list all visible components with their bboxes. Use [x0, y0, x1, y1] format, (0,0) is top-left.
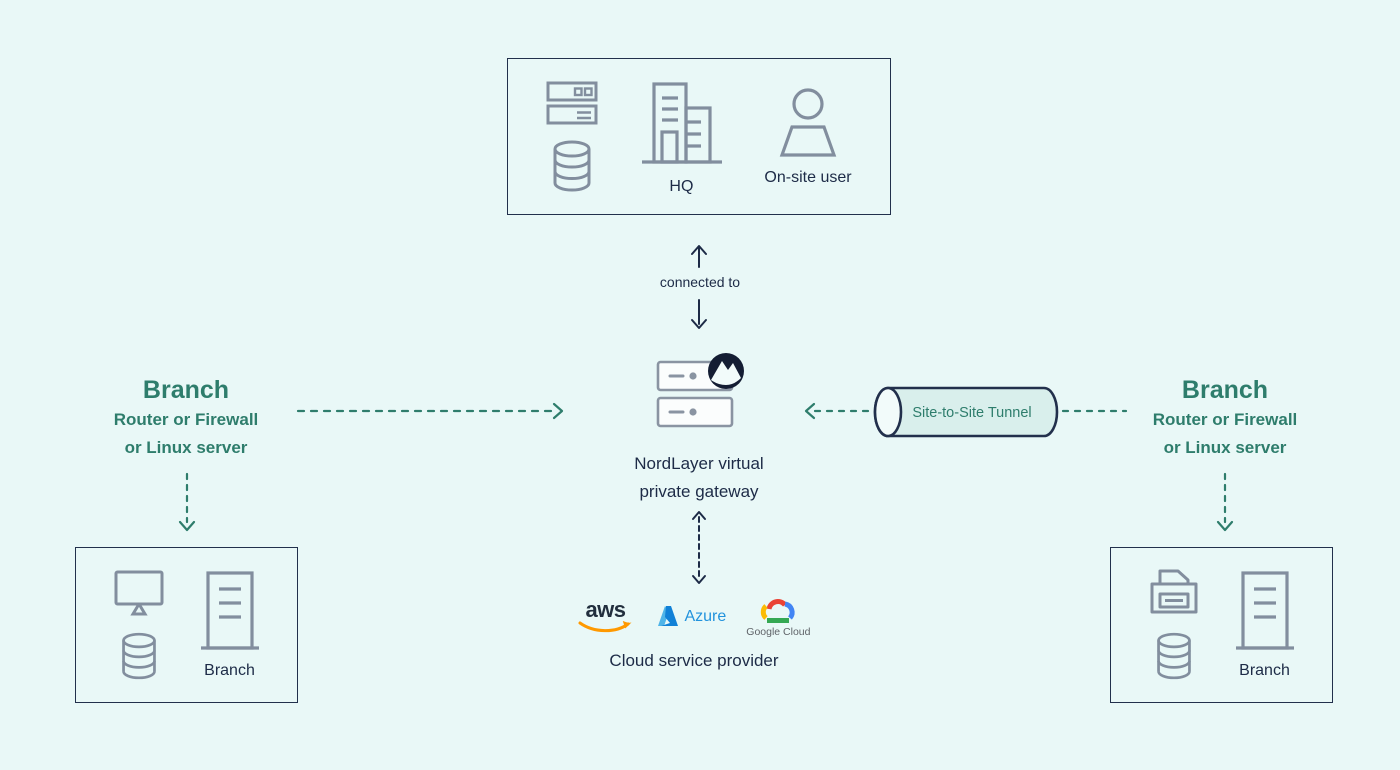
hq-label: HQ	[669, 177, 694, 195]
tunnel-cylinder: Site-to-Site Tunnel	[873, 386, 1059, 438]
gateway-label: NordLayer virtual private gateway	[549, 450, 849, 506]
server-rack-icon	[546, 81, 598, 124]
right-branch-line2: or Linux server	[1163, 438, 1287, 457]
hq-servers-column	[546, 81, 598, 193]
connected-to-label: connected to	[659, 274, 741, 290]
arrow-head-right	[552, 402, 564, 420]
tunnel-opening	[873, 386, 903, 438]
cloud-providers-row: aws Azure Google Cloud	[544, 594, 844, 640]
cloud-caption: Cloud service provider	[609, 651, 779, 670]
azure-wordmark: Azure	[684, 608, 727, 625]
right-branch-box: Branch	[1110, 547, 1333, 703]
google-cloud-wordmark: Google Cloud	[746, 625, 811, 638]
hq-building-column: HQ	[636, 78, 726, 196]
left-box-label: Branch	[204, 662, 255, 679]
arrow-up-head	[691, 245, 707, 255]
left-branch-text: Branch Router or Firewall or Linux serve…	[26, 374, 346, 462]
left-branch-box: Branch	[75, 547, 298, 703]
left-branch-line1: Router or Firewall	[113, 410, 259, 429]
aws-wordmark: aws	[585, 597, 626, 622]
right-branch-line1: Router or Firewall	[1152, 410, 1298, 429]
aws-smile-icon	[578, 621, 632, 633]
right-box-label: Branch	[1239, 662, 1290, 679]
left-branch-down-arrow	[178, 472, 196, 532]
gateway-label-line2: private gateway	[639, 482, 759, 501]
database-icon	[1156, 632, 1191, 680]
server-tower-icon	[1235, 571, 1294, 650]
right-box-devices-column	[1148, 569, 1200, 681]
azure-triangle-icon	[658, 606, 679, 626]
arrow-head-down	[178, 520, 196, 532]
azure-logo-icon: Azure	[653, 605, 726, 629]
tunnel-arrow	[804, 402, 1128, 420]
gateway-server-icon	[656, 353, 744, 428]
hq-box: HQ On-site user	[507, 58, 891, 215]
aws-logo-icon: aws	[577, 597, 633, 634]
google-cloud-icon	[761, 598, 795, 623]
arrow-head-down	[1216, 520, 1234, 532]
google-cloud-logo-icon: Google Cloud	[746, 597, 811, 638]
gateway-icon	[652, 352, 748, 439]
left-box-devices-column	[113, 569, 165, 681]
server-tower-icon	[200, 571, 259, 650]
left-branch-line2: or Linux server	[124, 438, 248, 457]
right-branch-text: Branch Router or Firewall or Linux serve…	[1065, 374, 1385, 462]
printer-icon	[1150, 569, 1197, 614]
arrow-down-head	[691, 319, 707, 329]
gateway-cloud-arrow	[692, 511, 706, 584]
monitor-icon	[114, 570, 163, 616]
arrow-head-up	[692, 511, 706, 520]
right-branch-title: Branch	[1181, 376, 1269, 404]
person-icon	[779, 87, 837, 157]
right-box-server-column: Branch	[1234, 570, 1296, 680]
database-icon	[553, 140, 591, 191]
left-branch-gateway-arrow	[296, 402, 564, 420]
gateway-label-line1: NordLayer virtual	[634, 454, 764, 473]
onsite-user-column: On-site user	[764, 87, 852, 187]
left-box-server-column: Branch	[199, 570, 261, 680]
right-branch-down-arrow	[1216, 472, 1234, 532]
arrow-head-left	[804, 402, 816, 420]
hq-gateway-arrows	[691, 245, 707, 329]
arrow-head-down	[692, 575, 706, 584]
tunnel-label: Site-to-Site Tunnel	[912, 405, 1031, 421]
left-branch-title: Branch	[142, 376, 230, 404]
hq-building-icon	[642, 81, 723, 164]
onsite-user-label: On-site user	[764, 168, 852, 186]
database-icon	[121, 632, 156, 680]
nordlayer-logo-icon	[708, 353, 744, 389]
